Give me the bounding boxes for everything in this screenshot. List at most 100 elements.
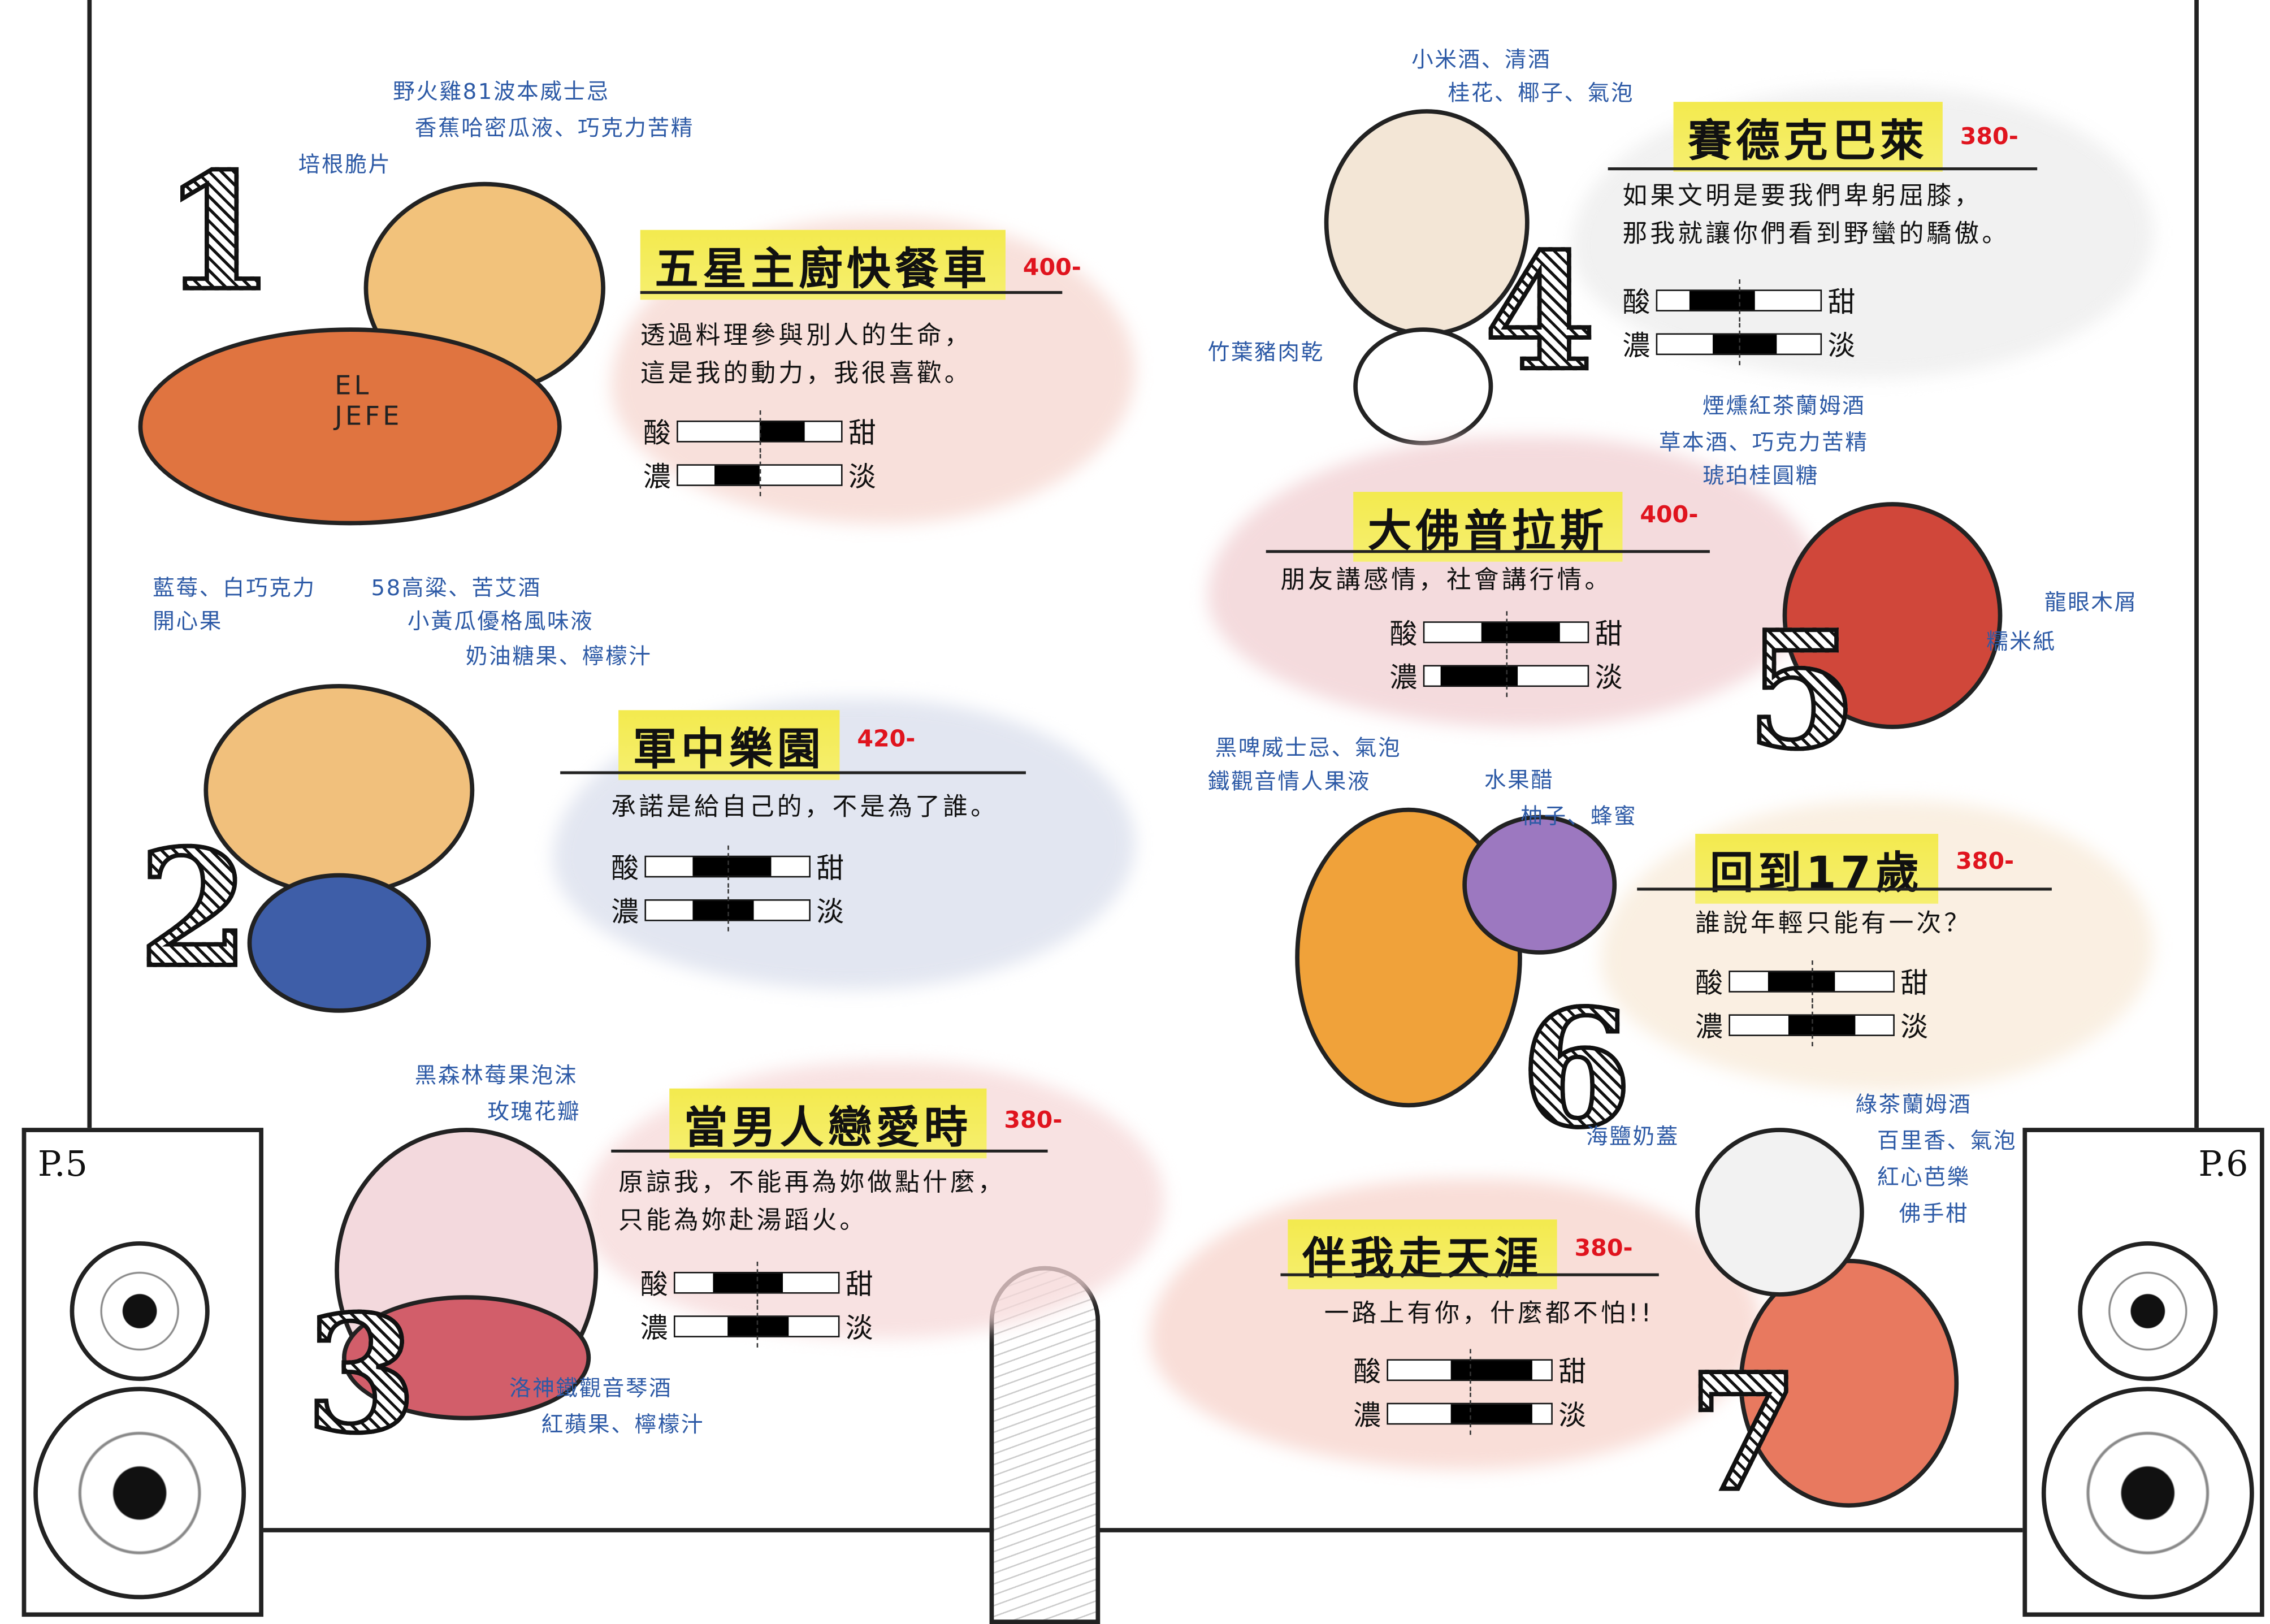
drink-price: 420- [857, 725, 916, 752]
ingredient-note: 草本酒、巧克力苦精 [1658, 429, 1869, 456]
scale-label-sour: 酸 [640, 1268, 668, 1301]
ingredient-note: 培根脆片 [298, 151, 392, 178]
strong-light-scale: 濃淡 [1695, 1004, 1929, 1046]
ingredient-note: 洛神鐵觀音琴酒 [509, 1375, 673, 1402]
ingredient-note: 小黃瓜優格風味液 [407, 608, 594, 635]
drink-number: 3 [304, 1280, 419, 1469]
scale-fill [1768, 972, 1835, 991]
scale-fill [1788, 1015, 1856, 1035]
drink-name: 伴我走天涯 [1288, 1219, 1557, 1289]
ingredient-note: 黑啤威士忌、氣泡 [1215, 735, 1402, 761]
scale-label-light: 淡 [1900, 1011, 1929, 1043]
scale-midline [1506, 655, 1508, 698]
strong-light-scale: 濃淡 [1353, 1392, 1586, 1435]
sour-sweet-scale: 酸甜 [1622, 279, 1856, 322]
ingredient-note: 海鹽奶蓋 [1586, 1123, 1679, 1150]
scale-label-sour: 酸 [643, 417, 671, 450]
scale-bar [673, 1262, 840, 1304]
scale-bar [677, 454, 843, 496]
ingredient-note: 佛手柑 [1899, 1200, 1969, 1227]
scale-fill [1713, 335, 1777, 354]
drink-number: 5 [1744, 596, 1860, 785]
scale-midline [1812, 960, 1813, 1003]
drink-number: 1 [161, 138, 276, 326]
page-number-right: P.6 [2198, 1144, 2249, 1185]
drink-number: 6 [1518, 975, 1634, 1163]
ingredient-note: 水果醋 [1484, 766, 1554, 794]
scale-label-strong: 濃 [643, 461, 671, 493]
ingredient-note: 藍莓、白巧克力 [153, 574, 316, 601]
scale-label-light: 淡 [1827, 330, 1856, 363]
scale-midline [756, 1262, 759, 1304]
ingredient-note: 鐵觀音情人果液 [1207, 768, 1371, 795]
left-speaker: P.5 [21, 1128, 263, 1617]
scale-bar [644, 889, 811, 932]
drink-illustration [1782, 502, 2003, 729]
ingredient-note: 綠茶蘭姆酒 [1855, 1091, 1972, 1118]
scale-fill [1441, 666, 1518, 686]
drink-name: 賽德克巴萊 [1673, 102, 1943, 172]
scale-bar [1656, 279, 1822, 322]
drink-description: 承諾是給自己的，不是為了誰。 [611, 789, 998, 826]
scale-fill [759, 422, 805, 441]
scale-fill [1450, 1361, 1532, 1380]
right-speaker: P.6 [2022, 1128, 2264, 1617]
drink-price: 400- [1023, 253, 1081, 281]
tweeter-icon [70, 1241, 210, 1382]
divider-line [1280, 1273, 1659, 1276]
frame-bottom-line [254, 1528, 2023, 1532]
drink-illustration [1353, 327, 1493, 445]
frame-right-line [2194, 0, 2199, 1136]
scale-label-sour: 酸 [1353, 1356, 1381, 1388]
drink-price: 380- [1960, 122, 2018, 150]
woofer-icon [33, 1387, 246, 1600]
drink-number: 2 [136, 815, 252, 1003]
ingredient-note: 百里香、氣泡 [1877, 1128, 2017, 1154]
scale-label-light: 淡 [845, 1313, 873, 1345]
ingredient-note: 野火雞81波本威士忌 [393, 79, 610, 105]
drink-illustration [1739, 1258, 1959, 1508]
sour-sweet-scale: 酸甜 [1390, 611, 1623, 653]
strong-light-scale: 濃淡 [640, 1305, 873, 1348]
strong-light-scale: 濃淡 [1622, 323, 1856, 366]
scale-label-light: 淡 [848, 461, 876, 493]
scale-label-strong: 濃 [1695, 1011, 1723, 1043]
scale-label-sweet: 甜 [1827, 287, 1856, 319]
drink-name: 軍中樂園 [618, 710, 840, 780]
description-line: 原諒我，不能再為妳做點什麼， [618, 1168, 1006, 1198]
scale-midline [727, 889, 729, 932]
ingredient-note: 紅蘋果、檸檬汁 [541, 1411, 705, 1438]
cat-illustration [989, 1266, 1101, 1624]
drink-price: 380- [1004, 1106, 1063, 1134]
scale-midline [1739, 279, 1741, 322]
drink-description: 一路上有你，什麼都不怕!! [1324, 1295, 1654, 1333]
scale-fill [1689, 291, 1756, 310]
scale-label-strong: 濃 [611, 896, 639, 929]
scale-fill [1481, 622, 1560, 642]
description-line: 如果文明是要我們卑躬屈膝， [1622, 181, 1982, 211]
drink-price: 400- [1640, 500, 1699, 529]
ingredient-note: 糯米紙 [1986, 629, 2056, 655]
drink-number: 4 [1482, 218, 1598, 406]
scale-midline [1506, 611, 1508, 653]
scale-bar [677, 410, 843, 453]
divider-line [1266, 550, 1710, 553]
scale-label-sweet: 甜 [1900, 967, 1929, 1000]
scale-midline [1470, 1349, 1471, 1392]
scale-midline [727, 845, 729, 888]
scale-fill [1450, 1404, 1532, 1423]
scale-midline [759, 410, 761, 453]
scale-fill [714, 465, 760, 485]
scale-bar [1387, 1392, 1553, 1435]
divider-line [640, 291, 1063, 295]
strong-light-scale: 濃淡 [643, 454, 876, 496]
sour-sweet-scale: 酸甜 [1695, 960, 1929, 1003]
description-line: 朋友講感情，社會講行情。 [1280, 566, 1613, 595]
description-line: 誰說年輕只能有一次？ [1695, 910, 1972, 939]
scale-label-sweet: 甜 [1558, 1356, 1587, 1388]
strong-light-scale: 濃淡 [611, 889, 844, 932]
scale-midline [1812, 1004, 1813, 1046]
scale-bar [1387, 1349, 1553, 1392]
drink-name: 當男人戀愛時 [669, 1088, 987, 1159]
